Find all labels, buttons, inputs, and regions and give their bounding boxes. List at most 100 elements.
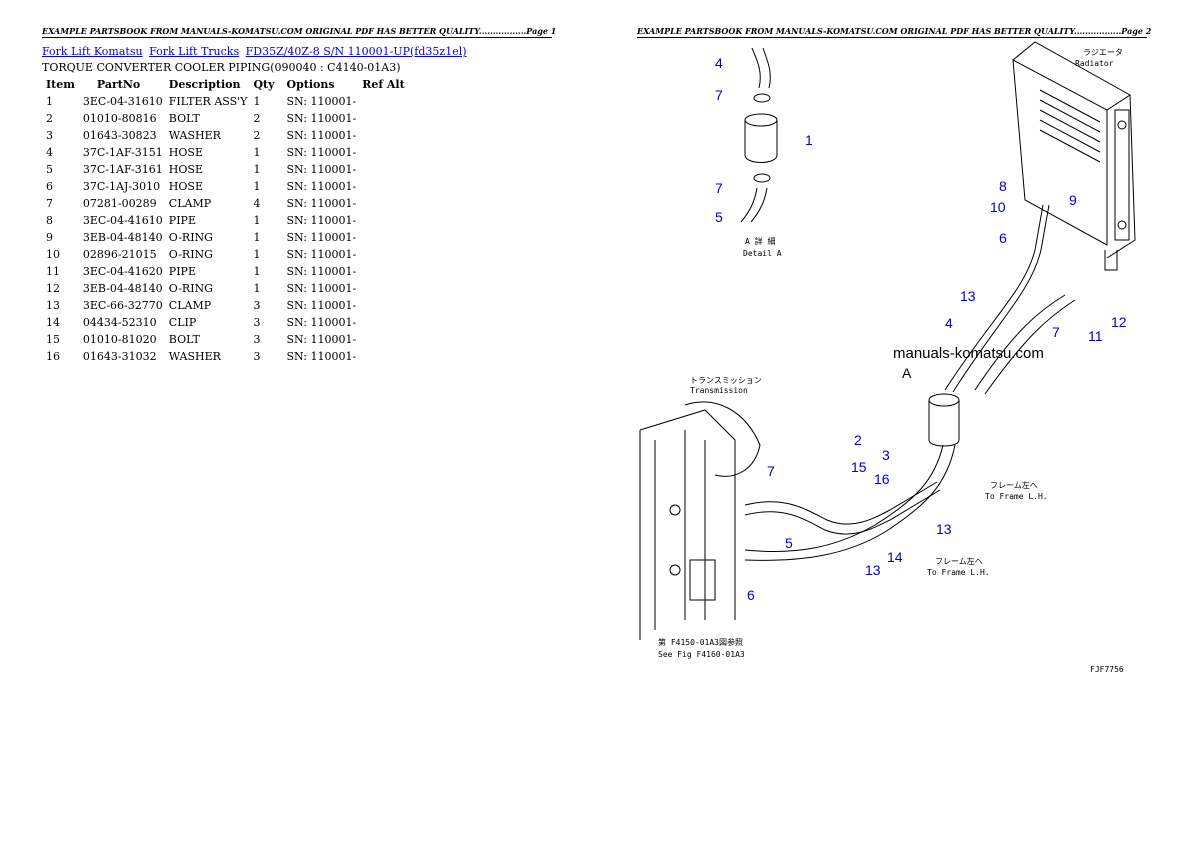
table-row: 10 02896-21015 O-RING 1 SN: 110001- [42, 246, 409, 263]
cell-qty: 1 [253, 248, 261, 261]
see-figure-jp: 第 F4150-01A3図参照 [658, 637, 743, 647]
column-header-qty: Qty [253, 78, 275, 91]
cell-qty: 1 [253, 265, 261, 278]
cell-qty: 1 [253, 163, 261, 176]
radiator-drawing [1012, 41, 1136, 271]
cell-options: SN: 110001- [286, 350, 357, 363]
cell-partno: 02896-21015 [82, 248, 157, 261]
cell-description: BOLT [168, 112, 200, 125]
callout-4[interactable]: 4 [715, 55, 723, 71]
column-header-options: Options [286, 78, 335, 91]
cell-item: 1 [46, 95, 53, 108]
cell-qty: 1 [253, 282, 261, 295]
callout-5[interactable]: 5 [715, 209, 723, 225]
cell-qty: 1 [253, 231, 261, 244]
callout-10[interactable]: 10 [990, 199, 1006, 215]
cell-options: SN: 110001- [286, 163, 357, 176]
callout-3[interactable]: 3 [882, 447, 890, 463]
cell-qty: 3 [253, 316, 261, 329]
callout-6[interactable]: 6 [999, 230, 1007, 246]
cell-qty: 1 [253, 146, 261, 159]
see-figure-label: See Fig F4160-01A3 [658, 650, 745, 659]
breadcrumb-link-fork-lift-komatsu[interactable]: Fork Lift Komatsu [42, 45, 143, 58]
cell-description: O-RING [168, 282, 213, 295]
callout-16[interactable]: 16 [874, 471, 890, 487]
cell-description: HOSE [168, 146, 203, 159]
callout-9[interactable]: 9 [1069, 192, 1077, 208]
filter-detail-drawing [740, 47, 778, 223]
transmission-label: Transmission [690, 386, 748, 395]
cell-partno: 3EC-66-32770 [82, 299, 163, 312]
cell-description: PIPE [168, 214, 196, 227]
figure-code: FJF7756 [1090, 665, 1124, 674]
cell-description: BOLT [168, 333, 200, 346]
callout-12[interactable]: 12 [1111, 314, 1127, 330]
callout-15[interactable]: 15 [851, 459, 867, 475]
cell-item: 9 [46, 231, 53, 244]
cell-options: SN: 110001- [286, 180, 357, 193]
cell-qty: 3 [253, 299, 261, 312]
callout-8[interactable]: 8 [999, 178, 1007, 194]
cell-qty: 2 [253, 112, 261, 125]
cell-item: 11 [46, 265, 60, 278]
cell-options: SN: 110001- [286, 146, 357, 159]
hose-routing-drawing [744, 204, 1076, 561]
cell-item: 5 [46, 163, 53, 176]
table-row: 5 37C-1AF-3161 HOSE 1 SN: 110001- [42, 161, 409, 178]
cell-partno: 3EB-04-48140 [82, 231, 163, 244]
cell-item: 16 [46, 350, 60, 363]
callout-11[interactable]: 11 [1088, 328, 1103, 344]
page-title: TORQUE CONVERTER COOLER PIPING(090040 : … [42, 61, 401, 74]
detail-label-jp: A 詳 細 [745, 236, 775, 246]
callout-13[interactable]: 13 [960, 288, 976, 304]
callout-7[interactable]: 7 [767, 463, 775, 479]
transmission-label-jp: トランスミッション [690, 376, 762, 385]
breadcrumb-link-fork-lift-trucks[interactable]: Fork Lift Trucks [149, 45, 240, 58]
cell-description: CLAMP [168, 299, 212, 312]
callout-14[interactable]: 14 [887, 549, 903, 565]
cell-qty: 4 [253, 197, 261, 210]
cell-partno: 3EC-04-41610 [82, 214, 163, 227]
callout-5[interactable]: 5 [785, 535, 793, 551]
diagram-page: EXAMPLE PARTSBOOK FROM MANUALS-KOMATSU.C… [595, 0, 1190, 842]
cell-partno: 37C-1AF-3161 [82, 163, 163, 176]
column-header-partno: PartNo [96, 78, 141, 91]
cell-options: SN: 110001- [286, 299, 357, 312]
cell-options: SN: 110001- [286, 248, 357, 261]
cell-item: 10 [46, 248, 60, 261]
cell-description: O-RING [168, 248, 213, 261]
callout-7[interactable]: 7 [715, 87, 723, 103]
cell-description: FILTER ASS'Y [168, 95, 248, 108]
cell-description: HOSE [168, 163, 203, 176]
callout-4[interactable]: 4 [945, 315, 953, 331]
callout-2[interactable]: 2 [854, 432, 862, 448]
callout-13[interactable]: 13 [936, 521, 952, 537]
cell-qty: 3 [253, 350, 261, 363]
breadcrumb: Fork Lift Komatsu Fork Lift Trucks FD35Z… [42, 45, 470, 58]
cell-item: 8 [46, 214, 53, 227]
cell-description: CLIP [168, 316, 197, 329]
radiator-label-jp: ラジエータ [1083, 48, 1123, 57]
callout-6[interactable]: 6 [747, 587, 755, 603]
callout-7[interactable]: 7 [1052, 324, 1060, 340]
callout-7[interactable]: 7 [715, 180, 723, 196]
cell-partno: 37C-1AJ-3010 [82, 180, 161, 193]
callout-1[interactable]: 1 [805, 132, 813, 148]
watermark: manuals-komatsu.com [893, 345, 1044, 362]
cell-partno: 01643-31032 [82, 350, 157, 363]
table-header-row: Item PartNo Description Qty Options Ref … [42, 76, 409, 93]
cell-description: PIPE [168, 265, 196, 278]
cell-partno: 3EC-04-41620 [82, 265, 163, 278]
callout-13[interactable]: 13 [865, 562, 881, 578]
breadcrumb-link-model[interactable]: FD35Z/40Z-8 S/N 110001-UP(fd35z1el) [245, 45, 467, 58]
